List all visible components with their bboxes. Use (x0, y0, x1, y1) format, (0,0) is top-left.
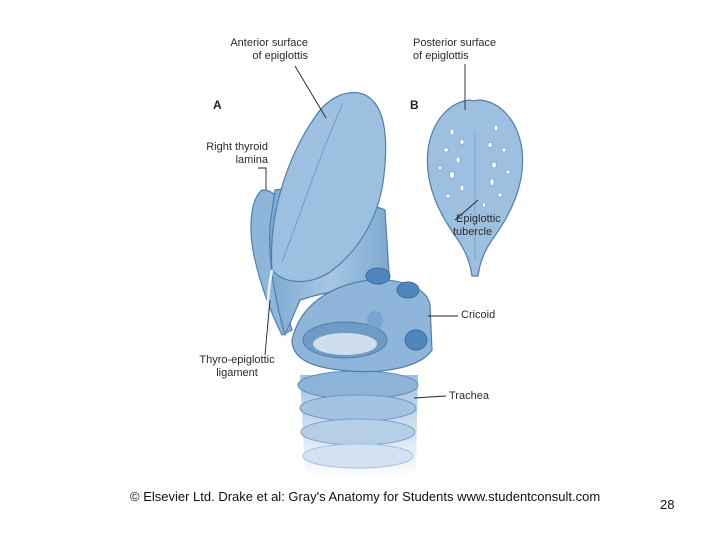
mucous-gland-pits (437, 124, 511, 208)
cricoid-cartilage (291, 267, 433, 373)
larynx-panel-a (250, 92, 433, 479)
epiglottis-panel-b (426, 99, 524, 277)
label-anterior-surface: Anterior surface of epiglottis (230, 37, 308, 62)
label-trachea: Trachea (449, 390, 489, 402)
label-right-thyroid-lamina: Right thyroid lamina (206, 141, 268, 166)
trachea-shape (297, 370, 419, 479)
copyright-credit: © Elsevier Ltd. Drake et al: Gray's Anat… (130, 489, 601, 504)
panel-letter-b: B (410, 98, 419, 112)
page-number: 28 (660, 497, 675, 512)
label-posterior-surface: Posterior surface of epiglottis (413, 37, 497, 62)
label-cricoid: Cricoid (461, 309, 496, 321)
panel-letter-a: A (213, 98, 222, 112)
thyro-epiglottic-ligament (266, 269, 274, 336)
leader-lines (258, 64, 479, 399)
epiglottis-anterior (270, 92, 387, 283)
label-epiglottic-tubercle: Epiglottic tubercle (453, 213, 501, 238)
label-thyro-epiglottic-ligament: Thyro-epiglottic ligament (199, 354, 275, 379)
